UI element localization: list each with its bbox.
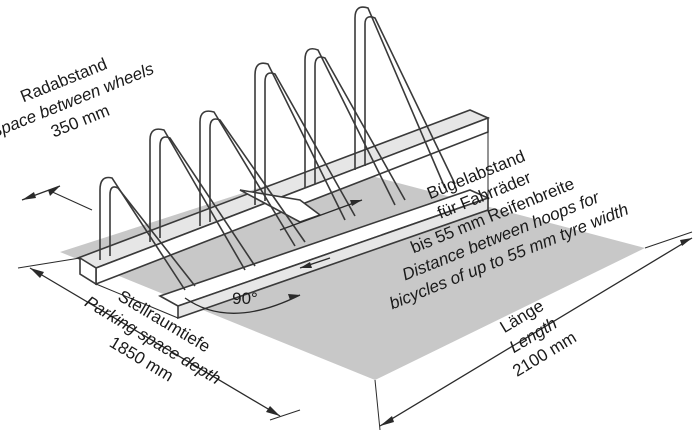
angle-arc bbox=[184, 294, 301, 314]
depth-dimension bbox=[17, 257, 301, 421]
hoop-spacing-dimension bbox=[279, 199, 363, 269]
length-dimension bbox=[374, 231, 693, 431]
angle-label: 90° bbox=[232, 289, 258, 308]
rack-hoops bbox=[99, 6, 456, 291]
wheel-spacing-dimension bbox=[21, 185, 93, 211]
rack-base bbox=[76, 109, 491, 320]
